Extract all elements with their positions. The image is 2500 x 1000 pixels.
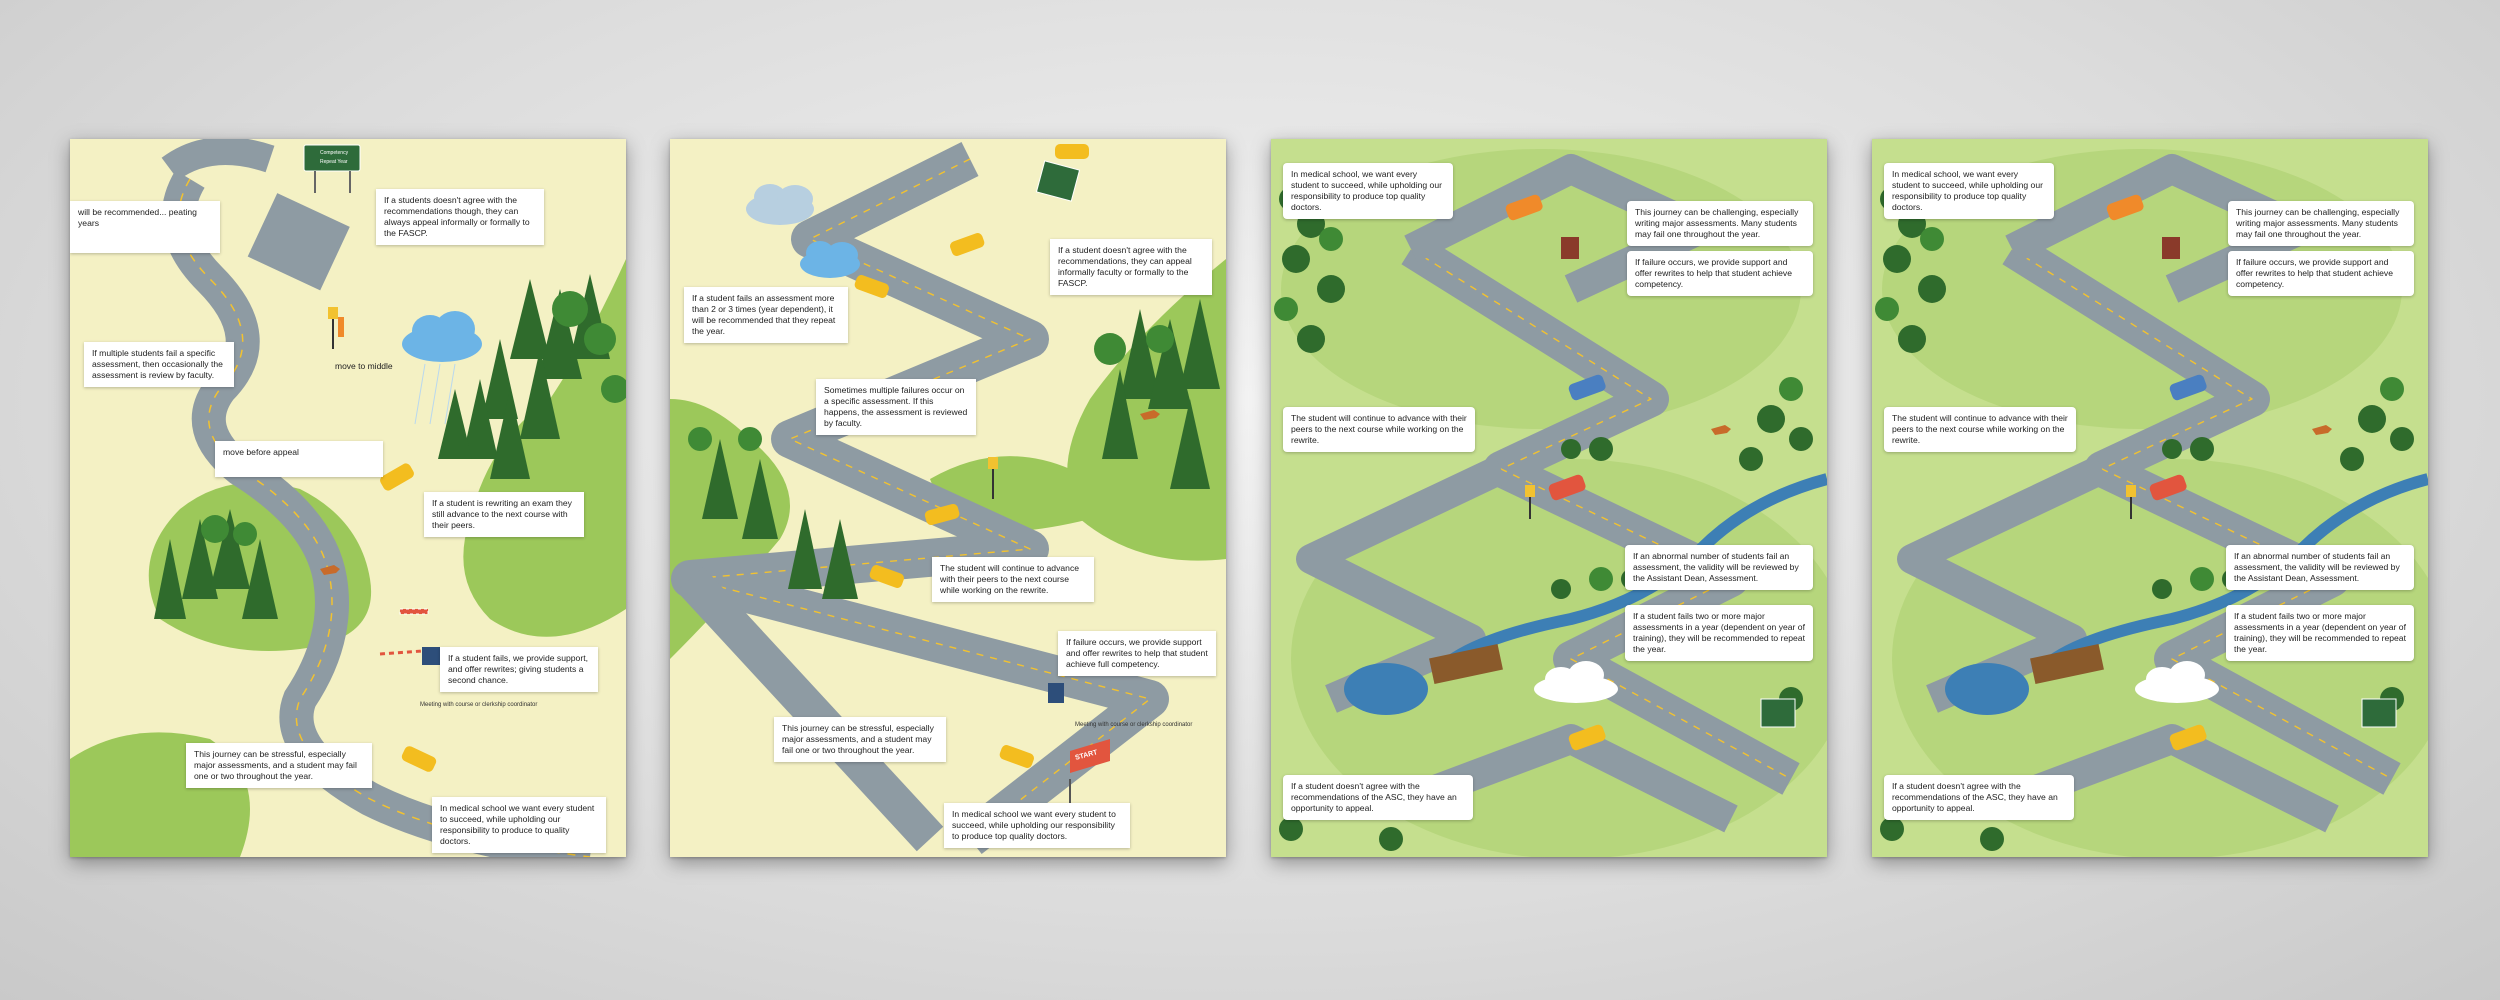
fox-icon (1711, 425, 1731, 435)
fox-icon (320, 565, 340, 575)
car-icon (854, 275, 889, 298)
info-box: If a student doesn't agree with the reco… (1884, 775, 2074, 820)
car-icon (1568, 374, 1606, 401)
poster-3-illustration (1274, 149, 1827, 857)
car-icon (2149, 474, 2187, 501)
fox-icon (2312, 425, 2332, 435)
car-icon (950, 233, 985, 256)
cloud-icon (746, 184, 814, 225)
highway-sign-icon (303, 144, 361, 193)
info-box: In medical school, we want every student… (1283, 163, 1453, 219)
info-box: If a student doesn't agree with the reco… (1050, 239, 1212, 295)
info-box: If a student is rewriting an exam they s… (424, 492, 584, 537)
highway-sign-icon (2361, 698, 2397, 728)
info-box: The student will continue to advance wit… (932, 557, 1094, 602)
highway-sign-icon (1760, 698, 1796, 728)
poster-2-illustration (670, 142, 1226, 854)
bridge-icon (2030, 644, 2104, 684)
info-box: move before appeal (215, 441, 383, 477)
info-box: If a student fails two or more major ass… (1625, 605, 1813, 661)
info-box: The student will continue to advance wit… (1884, 407, 2076, 452)
sign-line-1: Competency (320, 150, 349, 156)
info-box: This journey can be stressful, especiall… (186, 743, 372, 788)
crossing-guard-icon (328, 307, 344, 349)
info-box: In medical school we want every student … (432, 797, 606, 853)
poster-3: In medical school, we want every student… (1271, 139, 1827, 857)
cloud-icon (402, 311, 482, 425)
car-icon (2169, 724, 2207, 751)
crossing-guard-icon (1525, 485, 1535, 519)
forest-left (154, 509, 278, 619)
poster-1-illustration (70, 139, 626, 857)
gate-icon (2162, 237, 2180, 259)
car-icon (1505, 194, 1543, 221)
forest-left (702, 439, 858, 599)
car-icon (869, 565, 904, 588)
meeting-label: Meeting with course or clerkship coordin… (1075, 722, 1193, 728)
info-box: If a student fails two or more major ass… (2226, 605, 2414, 661)
pond (1344, 663, 1428, 715)
gate-icon (1561, 237, 1579, 259)
poster-2: START If a student doesn't agree with th… (670, 139, 1226, 857)
gate-icon (379, 647, 442, 665)
info-box: If multiple students fail a specific ass… (84, 342, 234, 387)
bridge-icon (1429, 644, 1503, 684)
car-icon (401, 746, 437, 772)
fox-icon (1140, 410, 1160, 420)
info-box: If a student doesn't agree with the reco… (1283, 775, 1473, 820)
cloud-icon (1534, 661, 1618, 703)
barricade-icon (399, 608, 429, 615)
car-icon (1548, 474, 1586, 501)
crossing-guard-icon (2126, 485, 2136, 519)
meeting-label: Meeting with course or clerkship coordin… (420, 702, 538, 708)
pond (1945, 663, 2029, 715)
gate-icon (1048, 683, 1064, 703)
forest-right (1102, 299, 1220, 489)
car-icon (999, 745, 1034, 768)
cloud-icon (2135, 661, 2219, 703)
car-icon (380, 463, 414, 491)
highway-sign-icon (1035, 160, 1081, 202)
poster-1: Competency Repeat Year will be recommend… (70, 139, 626, 857)
info-box: In medical school, we want every student… (1884, 163, 2054, 219)
cloud-icon (800, 241, 860, 278)
car-icon (2169, 374, 2207, 401)
info-box: If failure occurs, we provide support an… (2228, 251, 2414, 296)
info-box: If failure occurs, we provide support an… (1627, 251, 1813, 296)
info-box: This journey can be stressful, especiall… (774, 717, 946, 762)
info-box: The student will continue to advance wit… (1283, 407, 1475, 452)
info-box: In medical school we want every student … (944, 803, 1130, 848)
info-box: If a student fails, we provide support, … (440, 647, 598, 692)
info-box: If failure occurs, we provide support an… (1058, 631, 1216, 676)
info-box: If a students doesn't agree with the rec… (376, 189, 544, 245)
car-icon (1568, 724, 1606, 751)
info-box: will be recommended... peating years (70, 201, 220, 253)
info-box: This journey can be challenging, especia… (1627, 201, 1813, 246)
info-box: Sometimes multiple failures occur on a s… (816, 379, 976, 435)
poster-4-illustration (1875, 149, 2428, 857)
move-to-middle-label: move to middle (335, 361, 393, 371)
info-box: This journey can be challenging, especia… (2228, 201, 2414, 246)
info-box: If an abnormal number of students fail a… (2226, 545, 2414, 590)
info-box: If a student fails an assessment more th… (684, 287, 848, 343)
car-icon (1055, 144, 1089, 159)
car-icon (924, 503, 960, 526)
crossing-guard-icon (988, 457, 998, 499)
poster-4: In medical school, we want every student… (1872, 139, 2428, 857)
car-icon (2106, 194, 2144, 221)
info-box: If an abnormal number of students fail a… (1625, 545, 1813, 590)
sign-line-2: Repeat Year (320, 159, 348, 165)
